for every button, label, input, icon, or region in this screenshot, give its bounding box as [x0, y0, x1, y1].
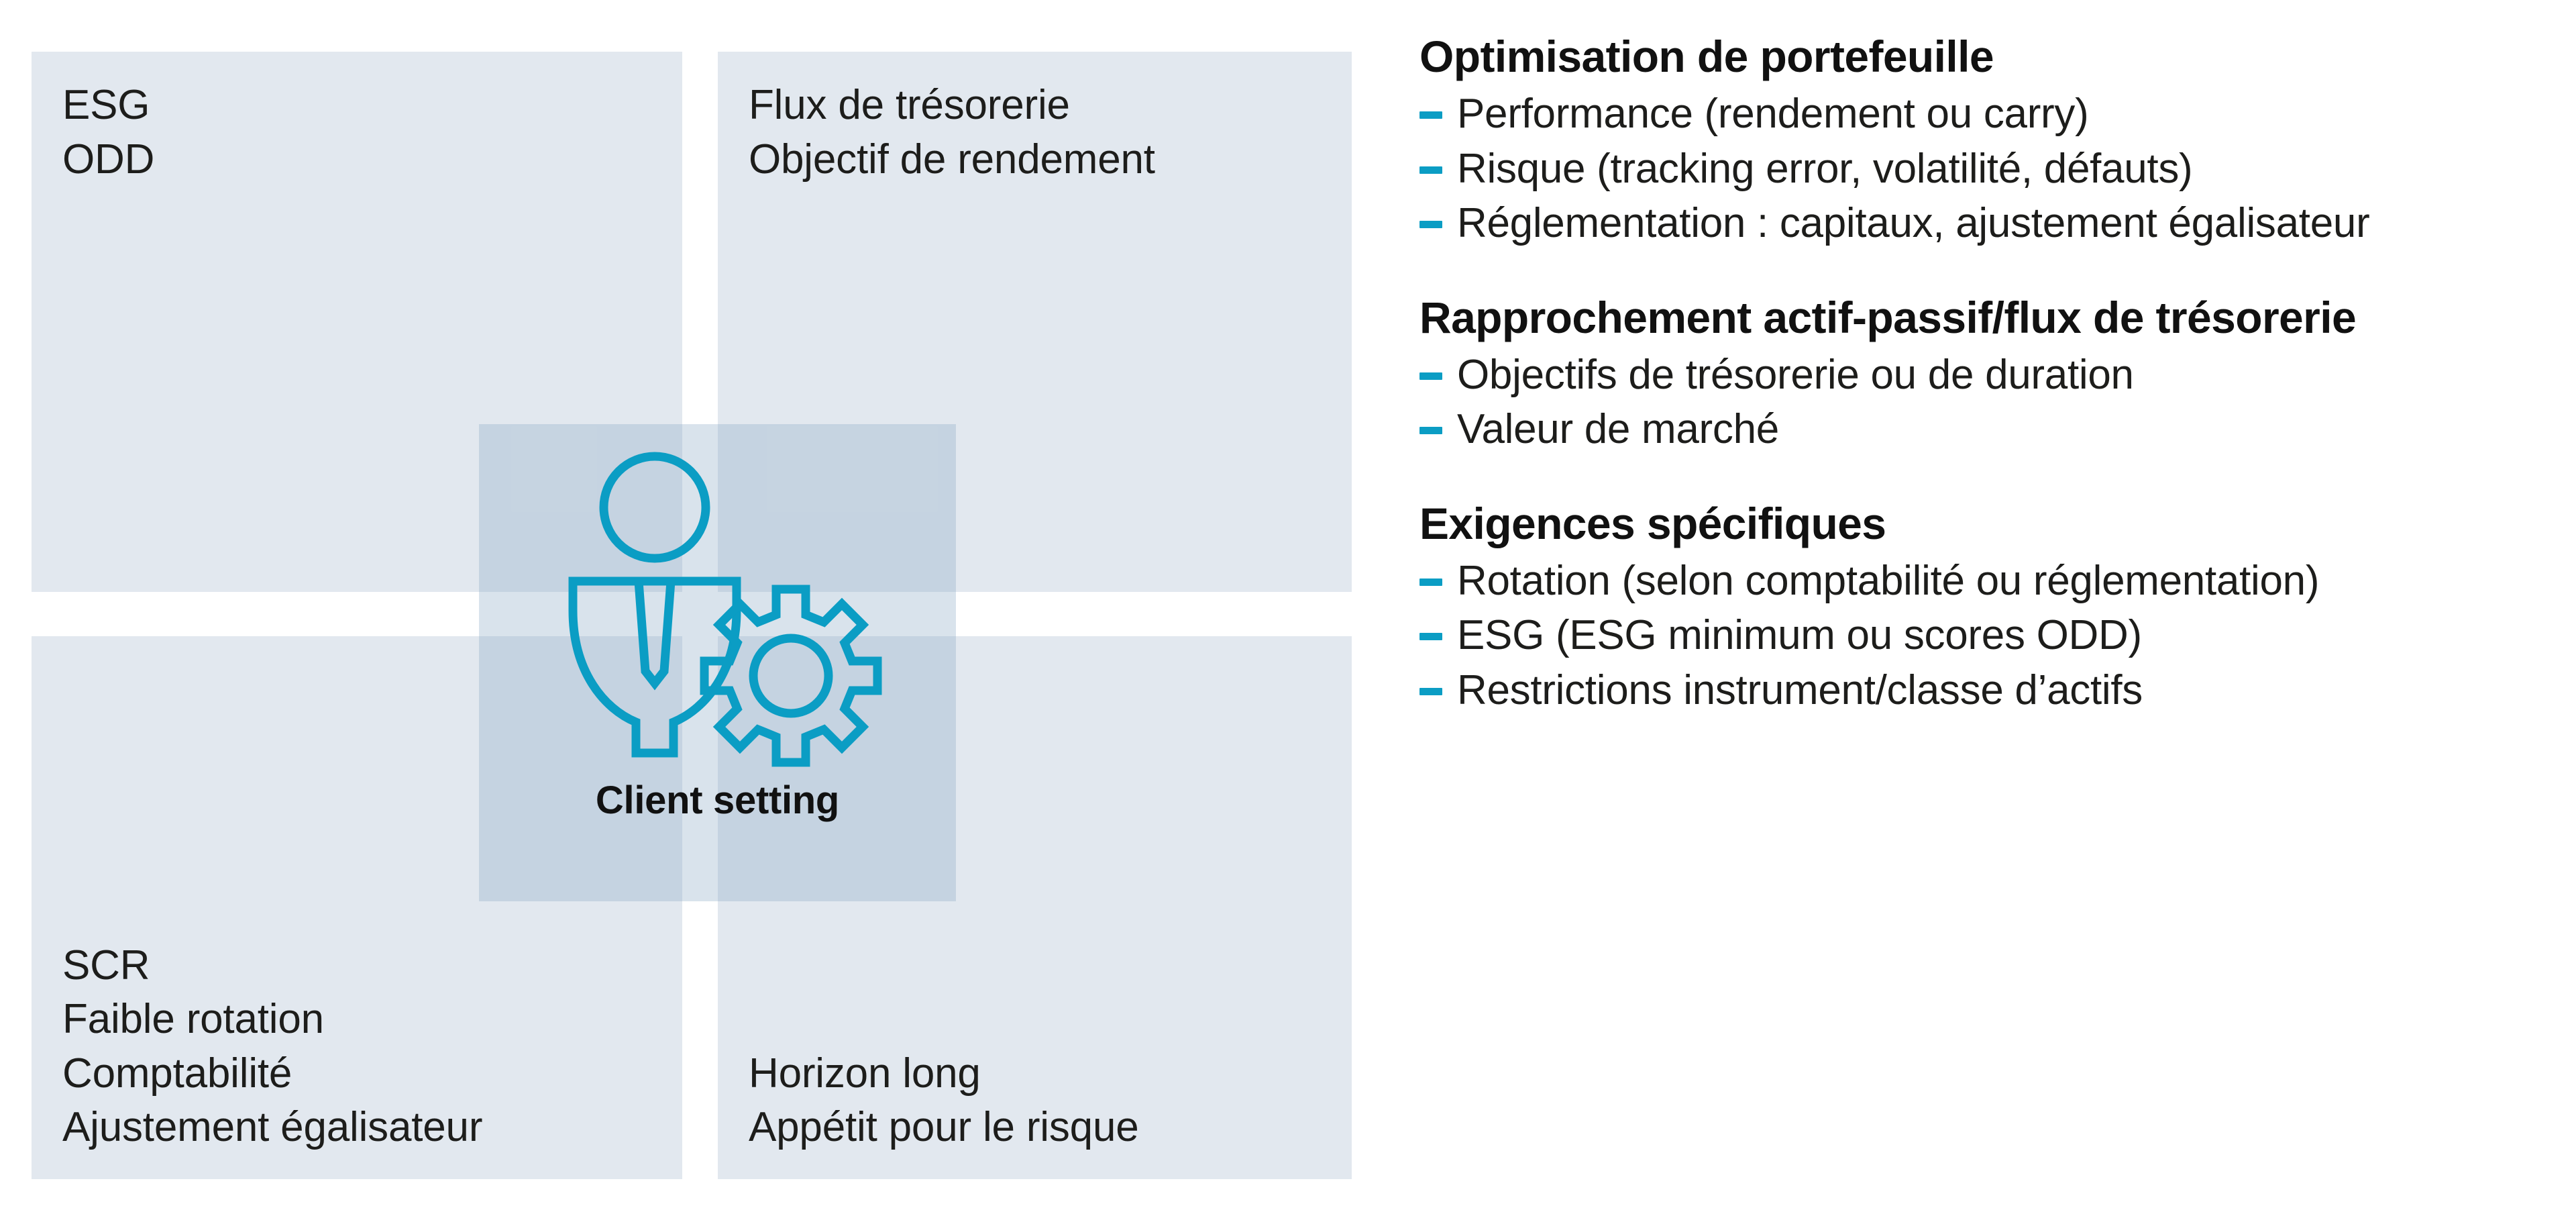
list-item: Réglementation : capitaux, ajustement ég…: [1419, 198, 2560, 249]
section-optimisation: Optimisation de portefeuille Performance…: [1419, 32, 2560, 249]
bullet-list: Rotation (selon comptabilité ou réglemen…: [1419, 556, 2560, 716]
requirements-column: Optimisation de portefeuille Performance…: [1419, 32, 2560, 720]
list-item-label: Valeur de marché: [1457, 406, 1779, 453]
quadrant-bottom-left-text: SCR Faible rotation Comptabilité Ajustem…: [62, 942, 483, 1151]
list-item: ESG (ESG minimum ou scores ODD): [1419, 610, 2560, 661]
quadrant-bottom-left: SCR Faible rotation Comptabilité Ajustem…: [32, 636, 682, 1179]
quadrant-bottom-right-text: Horizon long Appétit pour le risque: [749, 1050, 1139, 1151]
dash-bullet-icon: [1419, 578, 1442, 586]
section-heading: Exigences spécifiques: [1419, 498, 1886, 548]
list-item-label: Objectifs de trésorerie ou de duration: [1457, 351, 2134, 398]
list-item-label: Réglementation : capitaux, ajustement ég…: [1457, 200, 2370, 247]
list-item: Restrictions instrument/classe d’actifs: [1419, 665, 2560, 716]
client-setting-matrix: ESG ODD Flux de trésorerie Objectif de r…: [32, 52, 1352, 1179]
dash-bullet-icon: [1419, 633, 1442, 641]
list-item-label: Restrictions instrument/classe d’actifs: [1457, 667, 2143, 714]
client-setting-label: Client setting: [595, 778, 840, 822]
bullet-list: Objectifs de trésorerie ou de duration V…: [1419, 350, 2560, 455]
section-heading: Optimisation de portefeuille: [1419, 32, 1994, 81]
list-item: Valeur de marché: [1419, 404, 2560, 455]
dash-bullet-icon: [1419, 166, 1442, 174]
list-item: Performance (rendement ou carry): [1419, 89, 2560, 140]
list-item: Objectifs de trésorerie ou de duration: [1419, 350, 2560, 401]
section-heading: Rapprochement actif-passif/flux de tréso…: [1419, 292, 2357, 342]
quadrant-top-right: Flux de trésorerie Objectif de rendement: [718, 52, 1352, 592]
dash-bullet-icon: [1419, 372, 1442, 380]
list-item: Risque (tracking error, volatilité, défa…: [1419, 144, 2560, 195]
bullet-list: Performance (rendement ou carry) Risque …: [1419, 89, 2560, 249]
quadrant-top-left-text: ESG ODD: [62, 82, 155, 183]
list-item-label: Risque (tracking error, volatilité, défa…: [1457, 145, 2193, 192]
dash-bullet-icon: [1419, 111, 1442, 119]
list-item-label: Rotation (selon comptabilité ou réglemen…: [1457, 557, 2320, 604]
quadrant-top-right-text: Flux de trésorerie Objectif de rendement: [749, 82, 1155, 183]
list-item-label: Performance (rendement ou carry): [1457, 90, 2089, 137]
center-overlay-panel: Client setting: [479, 424, 956, 901]
dash-bullet-icon: [1419, 427, 1442, 435]
list-item-label: ESG (ESG minimum ou scores ODD): [1457, 612, 2142, 659]
dash-bullet-icon: [1419, 688, 1442, 696]
section-exigences: Exigences spécifiques Rotation (selon co…: [1419, 499, 2560, 716]
person-with-gear-icon: [530, 450, 906, 775]
dash-bullet-icon: [1419, 221, 1442, 229]
list-item: Rotation (selon comptabilité ou réglemen…: [1419, 556, 2560, 607]
quadrant-top-left: ESG ODD: [32, 52, 682, 592]
section-rapprochement: Rapprochement actif-passif/flux de tréso…: [1419, 293, 2560, 455]
